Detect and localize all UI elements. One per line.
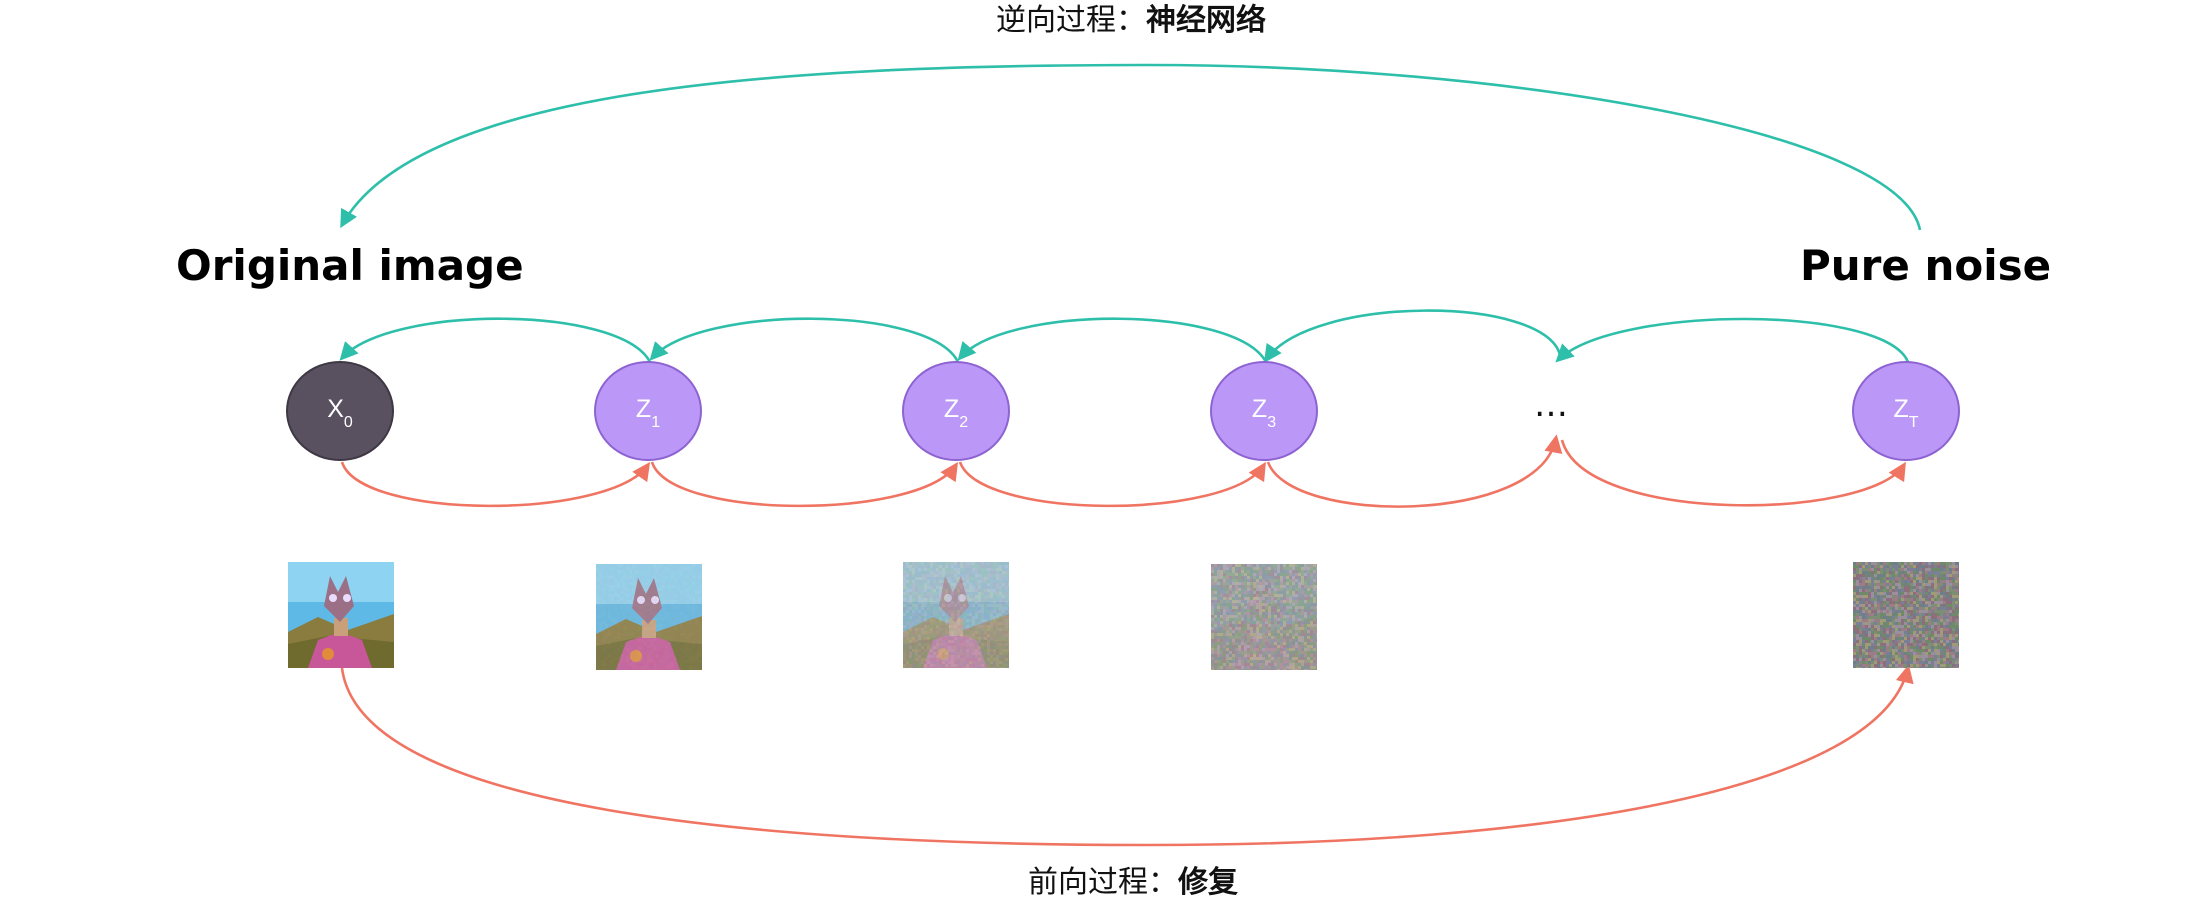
thumbnail-image [903, 562, 1009, 668]
thumbnail-image [596, 564, 702, 670]
reverse-step-arc [1555, 317, 1910, 363]
image-step-2 [903, 562, 1009, 668]
reverse-step-arc [957, 317, 1268, 363]
node-z1: Z1 [594, 361, 702, 461]
reverse-step-arc [649, 317, 960, 363]
image-step-1 [596, 564, 702, 670]
image-step-t [1853, 562, 1959, 668]
node-z3: Z3 [1210, 361, 1318, 461]
reverse-step-arc [339, 317, 652, 363]
node-label: ZT [1893, 394, 1919, 431]
reverse-caption-method: 神经网络 [1146, 3, 1266, 38]
forward-step-arc [1266, 434, 1563, 508]
node-label: Z2 [943, 394, 969, 431]
node-label: Z3 [1251, 394, 1277, 431]
reverse-process-caption: 逆向过程：神经网络 [996, 6, 1266, 36]
thumbnail-image [1853, 562, 1959, 668]
forward-caption-prefix: 前向过程： [1028, 865, 1178, 900]
original-image-title: Original image [176, 241, 524, 290]
forward-step-arc [340, 461, 651, 508]
forward-caption-method: 修复 [1178, 865, 1238, 900]
reverse-caption-prefix: 逆向过程： [996, 3, 1146, 38]
node-label: Z1 [635, 394, 661, 431]
pure-noise-title: Pure noise [1800, 241, 2052, 290]
reverse-process-arc [340, 63, 1922, 231]
thumbnail-image [1211, 564, 1317, 670]
forward-step-arc [958, 461, 1266, 508]
forward-process-arc [340, 664, 1914, 847]
node-z2: Z2 [902, 361, 1010, 461]
forward-step-arc [650, 461, 959, 508]
node-label: X0 [327, 394, 353, 431]
reverse-step-arc [1263, 309, 1562, 364]
node-x0: X0 [286, 361, 394, 461]
ellipsis: … [1534, 385, 1570, 425]
image-step-0 [288, 562, 394, 668]
image-step-3 [1211, 564, 1317, 670]
thumbnail-image [288, 562, 394, 668]
forward-step-arc [1560, 439, 1906, 507]
forward-process-caption: 前向过程：修复 [1028, 868, 1238, 898]
node-zt: ZT [1852, 361, 1960, 461]
